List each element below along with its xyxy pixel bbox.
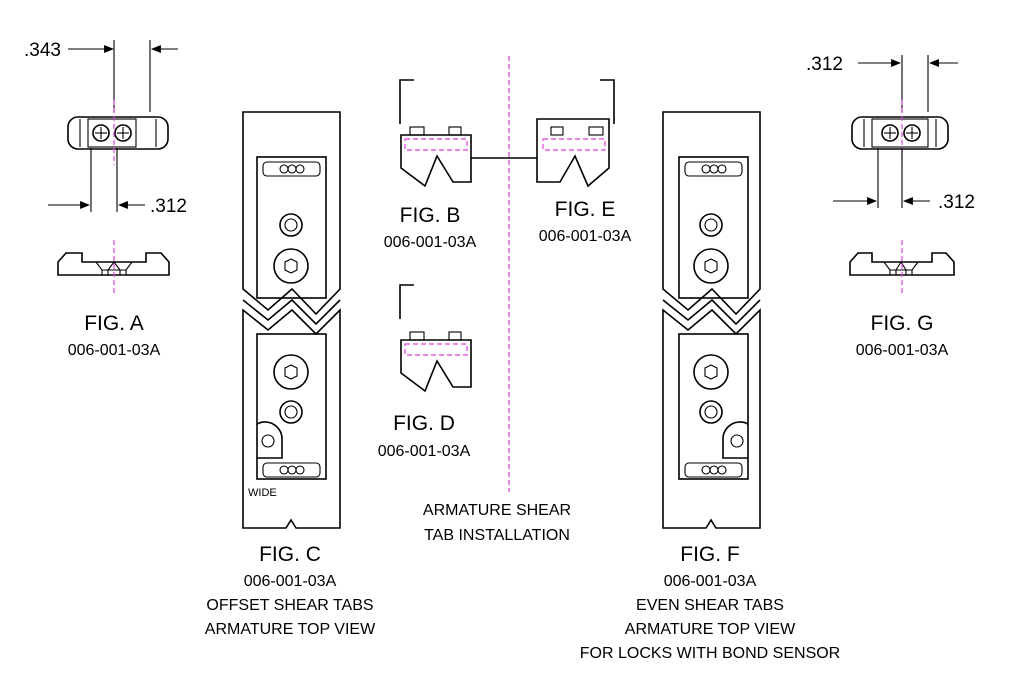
dim-g-bottom: .312 bbox=[938, 192, 975, 213]
fig-f-drawing: FIG. F 006-001-03A EVEN SHEAR TABS ARMAT… bbox=[580, 111, 840, 662]
fig-d-title: FIG. D bbox=[393, 412, 455, 435]
fig-c-drawing: WIDE FIG. C 006-001-03A OFFSET SHEAR TAB… bbox=[205, 111, 376, 638]
fig-c-line2: ARMATURE TOP VIEW bbox=[205, 621, 376, 638]
fig-e-drawing: FIG. E 006-001-03A bbox=[536, 79, 632, 245]
fig-f-line3: FOR LOCKS WITH BOND SENSOR bbox=[580, 645, 840, 662]
dim-a-top: .343 bbox=[24, 40, 61, 61]
fig-f-line2: ARMATURE TOP VIEW bbox=[625, 621, 796, 638]
fig-c-title: FIG. C bbox=[259, 543, 321, 566]
fig-c-line1: OFFSET SHEAR TABS bbox=[206, 597, 373, 614]
fig-e-title: FIG. E bbox=[555, 198, 616, 221]
fig-b-title: FIG. B bbox=[400, 204, 461, 227]
fig-b-part: 006-001-03A bbox=[384, 234, 477, 251]
fig-g-part: 006-001-03A bbox=[856, 342, 949, 359]
dim-a-bottom: .312 bbox=[150, 196, 187, 217]
fig-a-title: FIG. A bbox=[84, 312, 144, 335]
fig-d-drawing: FIG. D 006-001-03A bbox=[378, 284, 472, 460]
fig-f-title: FIG. F bbox=[680, 543, 740, 566]
fig-c-part: 006-001-03A bbox=[244, 573, 337, 590]
fig-a-part: 006-001-03A bbox=[68, 342, 161, 359]
fig-f-line1: EVEN SHEAR TABS bbox=[636, 597, 784, 614]
fig-c-note: WIDE bbox=[248, 487, 277, 499]
fig-f-part: 006-001-03A bbox=[664, 573, 757, 590]
center-note-line2: TAB INSTALLATION bbox=[424, 527, 570, 544]
fig-a-drawing: .343 .312 FIG. A 006-001-03A bbox=[24, 40, 187, 359]
center-note-line1: ARMATURE SHEAR bbox=[423, 502, 571, 519]
fig-d-part: 006-001-03A bbox=[378, 443, 471, 460]
dim-g-top: .312 bbox=[806, 54, 843, 75]
fig-g-drawing: .312 .312 FIG. G 006-001-03A bbox=[806, 54, 975, 359]
fig-g-title: FIG. G bbox=[871, 312, 934, 335]
fig-e-part: 006-001-03A bbox=[539, 228, 632, 245]
fig-b-drawing: FIG. B 006-001-03A bbox=[384, 79, 537, 251]
